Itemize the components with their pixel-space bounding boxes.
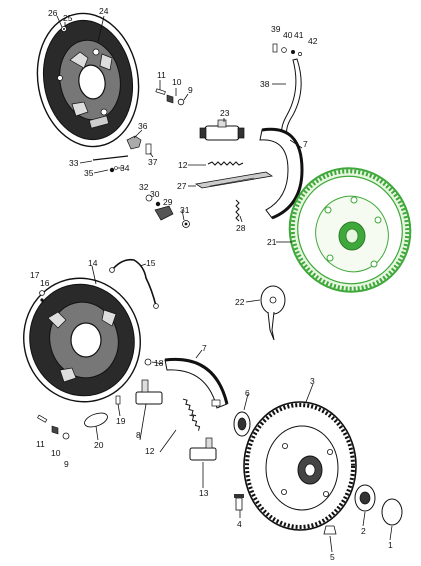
callout-32: 32 — [139, 182, 149, 192]
callout-14: 14 — [88, 258, 98, 268]
callout-40: 40 — [283, 30, 293, 40]
callout-29: 29 — [163, 197, 173, 207]
callout-21: 21 — [267, 237, 277, 247]
adjuster-plate-22 — [260, 285, 286, 341]
callout-9-lower: 9 — [64, 459, 69, 469]
callout-labels: 24 26 25 39 40 41 42 38 11 10 9 23 36 37… — [30, 6, 393, 562]
callout-2: 2 — [361, 526, 366, 536]
callout-38: 38 — [260, 79, 270, 89]
callout-15: 15 — [146, 258, 156, 268]
callout-30: 30 — [150, 189, 160, 199]
backing-plate-upper — [36, 12, 140, 148]
callout-39: 39 — [271, 24, 281, 34]
callout-31: 31 — [180, 205, 190, 215]
callout-7-upper: 7 — [303, 139, 308, 149]
callout-9-upper: 9 — [188, 85, 193, 95]
callout-12-lower: 12 — [145, 446, 155, 456]
callout-6: 6 — [245, 388, 250, 398]
shoe-and-cylinders-lower — [135, 357, 229, 461]
callout-18: 18 — [154, 358, 164, 368]
backing-plate-lower — [23, 258, 159, 403]
callout-12-upper: 12 — [178, 160, 188, 170]
callout-1: 1 — [388, 540, 393, 550]
callout-7-lower: 7 — [202, 343, 207, 353]
callout-13: 13 — [199, 488, 209, 498]
callout-28: 28 — [236, 223, 246, 233]
parking-lever-assembly — [272, 43, 302, 138]
callout-23: 23 — [220, 108, 230, 118]
callout-10-upper: 10 — [172, 77, 182, 87]
leader-lines — [56, 15, 393, 553]
callout-16: 16 — [40, 278, 50, 288]
callout-25: 25 — [63, 13, 73, 23]
callout-19: 19 — [116, 416, 126, 426]
callout-11-lower: 11 — [36, 439, 45, 449]
callout-26: 26 — [48, 8, 58, 18]
callout-17: 17 — [30, 270, 40, 280]
callout-8: 8 — [136, 430, 141, 440]
brake-shoe-upper — [259, 127, 304, 220]
callout-37: 37 — [148, 157, 158, 167]
callout-4: 4 — [237, 519, 242, 529]
callout-11-upper: 11 — [157, 70, 166, 80]
callout-27: 27 — [177, 181, 187, 191]
callout-22: 22 — [235, 297, 245, 307]
hardware-upper — [61, 25, 190, 228]
callout-42: 42 — [308, 36, 318, 46]
callout-5: 5 — [330, 552, 335, 562]
callout-41: 41 — [294, 30, 304, 40]
callout-24: 24 — [99, 6, 109, 16]
wheel-cylinder-upper — [199, 119, 245, 141]
bearing-6 — [233, 411, 251, 437]
callout-20: 20 — [94, 440, 104, 450]
brake-drum-3 — [243, 401, 357, 531]
callout-35: 35 — [84, 168, 94, 178]
hardware-lower — [37, 358, 152, 440]
callout-33: 33 — [69, 158, 79, 168]
springs-upper — [194, 161, 274, 222]
callout-3: 3 — [310, 376, 315, 386]
callout-10-lower: 10 — [51, 448, 61, 458]
callout-36: 36 — [138, 121, 148, 131]
brake-drum-21-highlighted — [288, 167, 412, 293]
hub-parts — [234, 484, 403, 535]
callout-34: 34 — [120, 163, 130, 173]
